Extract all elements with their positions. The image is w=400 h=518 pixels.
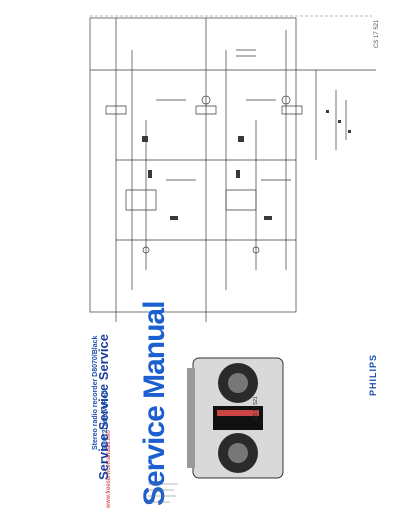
philips-shield-icon	[146, 480, 180, 510]
brand-name: PHILIPS	[368, 353, 378, 396]
circuit-schematic	[86, 10, 390, 328]
document-code: CS 17 521	[253, 396, 259, 420]
model-line-2: D8072/Yellow/Red	[102, 390, 109, 450]
component-label-strip	[86, 8, 376, 18]
model-line-1: Stereo radio recorder D8070/Black	[92, 335, 99, 450]
product-photo	[183, 348, 293, 488]
service-manual-title: Service Manual	[138, 301, 171, 506]
cover-page: www.freeservicemanuals.info Service Serv…	[88, 302, 388, 512]
